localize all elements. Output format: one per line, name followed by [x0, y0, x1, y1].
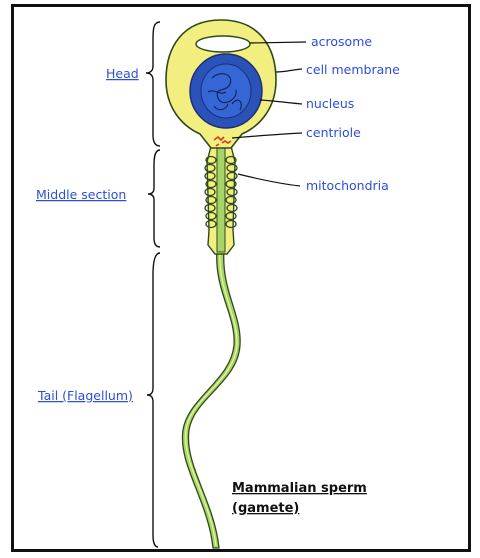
membrane-pointer: [276, 69, 302, 72]
nucleus-inner: [201, 64, 251, 118]
label-acrosome: acrosome: [311, 34, 372, 49]
axial-filament: [217, 148, 225, 252]
mitochondria-pointer: [238, 174, 300, 186]
head-bracket: [146, 22, 160, 146]
acrosome-shape: [196, 36, 250, 52]
caption-subtitle: (gamete): [232, 501, 299, 516]
label-cell-membrane: cell membrane: [306, 62, 400, 77]
label-centriole: centriole: [306, 125, 361, 140]
section-head: Head: [106, 66, 139, 81]
section-middle: Middle section: [36, 187, 126, 202]
label-nucleus: nucleus: [306, 96, 354, 111]
caption-title: Mammalian sperm: [232, 481, 367, 496]
middle-bracket: [148, 150, 160, 247]
tail-bracket: [147, 253, 160, 547]
section-tail: Tail (Flagellum): [37, 388, 133, 403]
label-mitochondria: mitochondria: [306, 178, 389, 193]
